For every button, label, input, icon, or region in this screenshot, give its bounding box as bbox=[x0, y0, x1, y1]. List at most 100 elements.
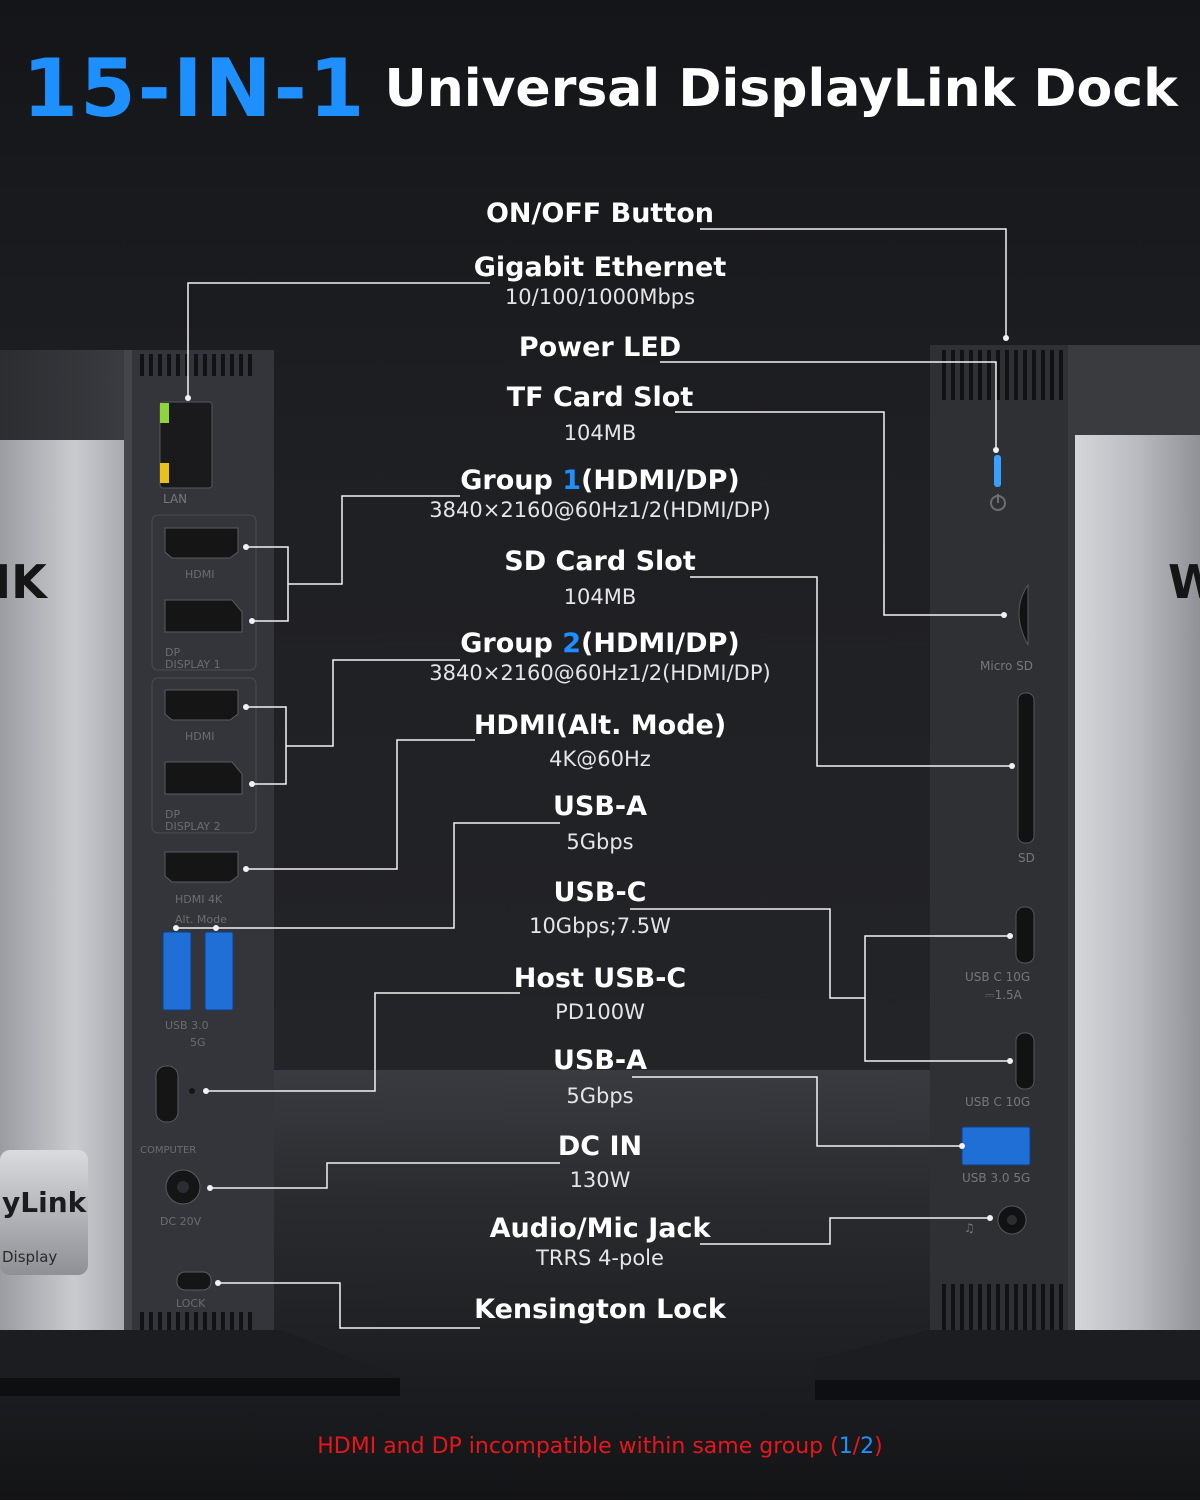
callout-group-1: Group 1(HDMI/DP) 3840×2160@60Hz1/2(HDMI/… bbox=[429, 465, 771, 522]
vent-slot bbox=[203, 354, 207, 376]
leader-audio bbox=[700, 1217, 990, 1245]
vent-slot bbox=[1014, 350, 1018, 400]
vent-slot bbox=[203, 1312, 207, 1332]
power-led bbox=[994, 455, 1001, 487]
usbc1-label: USB C 10G bbox=[965, 970, 1030, 984]
sd-slot bbox=[1017, 692, 1035, 844]
callout-tf-slot: TF Card Slot 104MB bbox=[506, 382, 694, 445]
callout-host-usb-c: Host USB-C PD100W bbox=[513, 963, 687, 1024]
usb-a-port-left-1 bbox=[162, 931, 192, 1011]
vent-slot bbox=[1059, 1284, 1063, 1330]
hdmi-4k-port bbox=[164, 851, 239, 883]
vent-slot bbox=[1032, 1284, 1036, 1330]
leader-lines bbox=[176, 228, 1012, 1329]
left-brand-badge bbox=[0, 1150, 88, 1275]
dc-label: DC 20V bbox=[160, 1215, 202, 1228]
dp1-label: DP bbox=[165, 646, 180, 659]
vent-slot bbox=[960, 1284, 964, 1330]
right-dock-silver-side bbox=[1075, 435, 1200, 1335]
vent-slot bbox=[1023, 1284, 1027, 1330]
lock-label: LOCK bbox=[176, 1297, 206, 1310]
right-vents-bottom bbox=[942, 1284, 1063, 1330]
leader-lock bbox=[218, 1282, 480, 1329]
badge-subtext: Display bbox=[2, 1248, 57, 1266]
vent-slot bbox=[194, 354, 198, 376]
callout-onoff: ON/OFF Button bbox=[485, 198, 715, 229]
usb-c-port-2 bbox=[1015, 1032, 1035, 1090]
left-vents-bottom bbox=[140, 1312, 252, 1332]
vent-slot bbox=[212, 1312, 216, 1332]
callout-kensington: Kensington Lock bbox=[474, 1294, 726, 1325]
vent-slot bbox=[1032, 350, 1036, 400]
svg-text:⎓1.5A: ⎓1.5A bbox=[985, 988, 1023, 1002]
dp-port-2 bbox=[164, 761, 243, 795]
callout-group-2: Group 2(HDMI/DP) 3840×2160@60Hz1/2(HDMI/… bbox=[429, 628, 771, 685]
computer-label: COMPUTER bbox=[140, 1145, 196, 1156]
microsd-label: Micro SD bbox=[980, 659, 1033, 673]
right-dock-port-panel bbox=[930, 345, 1075, 1335]
hdmi-port-1 bbox=[164, 527, 239, 559]
vent-slot bbox=[167, 354, 171, 376]
hdmi-port-2 bbox=[164, 689, 239, 721]
vent-slot bbox=[248, 1312, 252, 1332]
lan-led-green bbox=[160, 403, 169, 423]
svg-text:5G: 5G bbox=[190, 1036, 206, 1049]
vent-slot bbox=[969, 1284, 973, 1330]
micro-sd-slot bbox=[1018, 583, 1029, 646]
hdmi4k-label: HDMI 4K bbox=[175, 893, 223, 906]
vent-slot bbox=[1050, 350, 1054, 400]
vent-slot bbox=[167, 1312, 171, 1332]
usb-a-port-right bbox=[961, 1126, 1031, 1166]
callout-audio: Audio/Mic Jack TRRS 4-pole bbox=[489, 1213, 711, 1270]
leader-hdmi-alt bbox=[246, 739, 475, 870]
leader-group1 bbox=[288, 495, 460, 585]
vent-slot bbox=[996, 350, 1000, 400]
vent-slot bbox=[248, 354, 252, 376]
usba-label: USB 3.0 5G bbox=[962, 1171, 1030, 1185]
vent-slot bbox=[230, 354, 234, 376]
vent-slot bbox=[1023, 350, 1027, 400]
vent-slot bbox=[978, 1284, 982, 1330]
usb-label: USB 3.0 bbox=[165, 1019, 209, 1032]
vent-slot bbox=[1059, 350, 1063, 400]
vent-slot bbox=[996, 1284, 1000, 1330]
leader-onoff bbox=[700, 228, 1007, 338]
dp2-label: DP bbox=[165, 808, 180, 821]
leader-usba-left bbox=[176, 822, 560, 929]
leader-usbc bbox=[630, 908, 865, 999]
vent-slot bbox=[221, 354, 225, 376]
left-brand-text: IK bbox=[0, 555, 49, 609]
vent-slot bbox=[230, 1312, 234, 1332]
leader-ethernet bbox=[187, 282, 490, 398]
callout-usb-c: USB-C 10Gbps;7.5W bbox=[529, 877, 671, 938]
vent-slot bbox=[158, 1312, 162, 1332]
title-text: Universal DisplayLink Dock bbox=[384, 58, 1178, 119]
vent-slot bbox=[239, 354, 243, 376]
vent-slot bbox=[149, 1312, 153, 1332]
lan-led-yellow bbox=[160, 463, 169, 483]
vent-slot bbox=[194, 1312, 198, 1332]
vent-slot bbox=[1041, 1284, 1045, 1330]
callout-usb-a-left: USB-A 5Gbps bbox=[552, 791, 648, 854]
vent-slot bbox=[140, 1312, 144, 1332]
leader-power-led bbox=[660, 361, 997, 450]
vent-slot bbox=[987, 1284, 991, 1330]
vent-slot bbox=[176, 354, 180, 376]
callout-sd-slot: SD Card Slot 104MB bbox=[504, 546, 696, 609]
vent-slot bbox=[1005, 1284, 1009, 1330]
svg-text:Alt. Mode: Alt. Mode bbox=[175, 913, 227, 926]
kensington-slot bbox=[176, 1271, 212, 1291]
vent-slot bbox=[1005, 350, 1009, 400]
sd-label: SD bbox=[1018, 851, 1035, 865]
vent-slot bbox=[1050, 1284, 1054, 1330]
callout-usb-a-right: USB-A 5Gbps bbox=[552, 1045, 648, 1108]
left-vents-top bbox=[140, 354, 252, 376]
vent-slot bbox=[960, 350, 964, 400]
vent-slot bbox=[140, 354, 144, 376]
svg-text:DISPLAY 1: DISPLAY 1 bbox=[165, 658, 221, 671]
callout-dc-in: DC IN 130W bbox=[557, 1131, 643, 1192]
vent-slot bbox=[942, 1284, 946, 1330]
right-vents-top bbox=[942, 350, 1063, 400]
